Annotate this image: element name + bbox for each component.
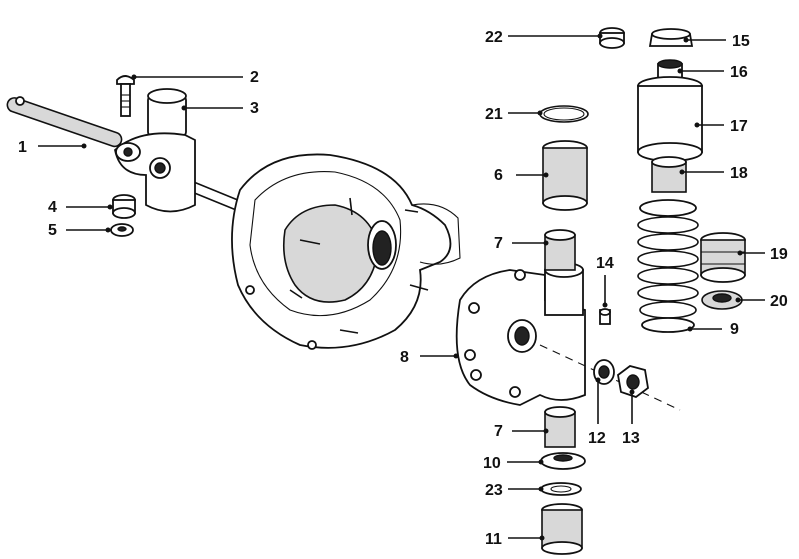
callout-label: 7 <box>494 423 503 440</box>
part-sleeve-17 <box>637 76 703 162</box>
part-bush-6 <box>542 140 588 211</box>
callout-label: 19 <box>770 246 788 263</box>
callout-label: 7 <box>494 235 503 252</box>
callout-13: 13 <box>622 389 640 447</box>
callout-4: 4 <box>48 199 113 216</box>
part-bushing-small <box>112 194 136 219</box>
part-nut-small <box>110 223 134 237</box>
callout-9: 9 <box>687 321 739 338</box>
callout-20: 20 <box>735 293 788 310</box>
callout-label: 3 <box>250 100 259 117</box>
callout-label: 22 <box>485 29 503 46</box>
callout-17: 17 <box>694 118 748 135</box>
callout-22: 22 <box>485 29 603 46</box>
callout-label: 2 <box>250 69 259 86</box>
callout-label: 17 <box>730 118 748 135</box>
callout-16: 16 <box>677 64 748 81</box>
callout-label: 20 <box>770 293 788 310</box>
callout-label: 9 <box>730 321 739 338</box>
part-plug-15 <box>648 28 694 47</box>
callout-19: 19 <box>737 246 788 263</box>
callout-2: 2 <box>131 69 259 86</box>
callout-18: 18 <box>679 165 748 182</box>
part-bolt <box>116 75 135 117</box>
part-main-housing <box>231 153 461 350</box>
callout-15: 15 <box>683 33 750 50</box>
callout-label: 12 <box>588 430 606 447</box>
callout-3: 3 <box>181 100 259 117</box>
part-grease-nipple <box>599 308 611 325</box>
part-cap-22 <box>599 27 625 49</box>
callout-7a: 7 <box>494 235 549 252</box>
part-nut <box>617 365 649 399</box>
callout-14: 14 <box>596 255 614 308</box>
part-spring-9 <box>637 199 699 333</box>
part-spring-seat-18 <box>651 156 687 193</box>
callout-6: 6 <box>494 167 549 184</box>
callout-5: 5 <box>48 222 111 239</box>
callout-label: 18 <box>730 165 748 182</box>
callout-label: 4 <box>48 199 57 216</box>
part-clamp-housing <box>114 88 196 213</box>
part-bush-7a <box>544 229 576 271</box>
callout-label: 23 <box>485 482 503 499</box>
callout-label: 6 <box>494 167 503 184</box>
callout-label: 8 <box>400 349 409 366</box>
callout-label: 10 <box>483 455 501 472</box>
callout-label: 15 <box>732 33 750 50</box>
callout-label: 16 <box>730 64 748 81</box>
callout-label: 5 <box>48 222 57 239</box>
callout-label: 11 <box>485 531 502 548</box>
callout-12: 12 <box>588 377 606 447</box>
part-bush-11 <box>541 503 583 555</box>
callout-label: 21 <box>485 106 503 123</box>
callout-label: 14 <box>596 255 614 272</box>
part-bearing-10 <box>540 452 586 470</box>
callout-11: 11 <box>485 531 545 548</box>
part-seal-ring-21 <box>539 105 589 123</box>
callout-label: 1 <box>18 139 27 156</box>
callout-7b: 7 <box>494 423 549 440</box>
part-ring-20 <box>701 290 743 310</box>
part-shim-23 <box>540 482 582 496</box>
callout-23: 23 <box>485 482 544 499</box>
callout-8: 8 <box>400 349 459 366</box>
callout-1: 1 <box>18 139 87 156</box>
callout-21: 21 <box>485 106 543 123</box>
callout-label: 13 <box>622 430 640 447</box>
part-bush-7b <box>544 406 576 448</box>
callout-10: 10 <box>483 455 544 472</box>
part-rubber-19 <box>700 232 746 283</box>
